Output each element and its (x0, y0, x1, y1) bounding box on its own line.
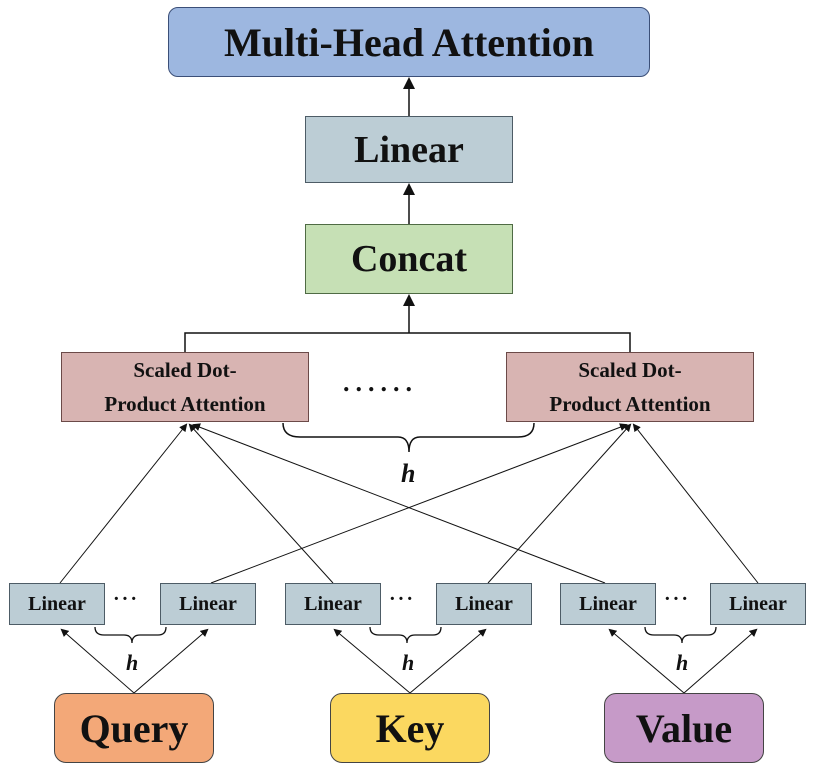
query-linear-first: Linear (9, 583, 105, 625)
sdpa-label-line1: Scaled Dot- (133, 358, 237, 382)
sdpa-brace (282, 422, 535, 453)
multi-head-attention-box: Multi-Head Attention (168, 7, 650, 77)
sdpa-label-line2: Product Attention (549, 392, 711, 416)
sdpa-merge-bracket (184, 332, 631, 352)
key-heads-label: h (402, 650, 415, 675)
sdpa-ellipsis: ...... (343, 368, 418, 397)
sdpa-label-line2: Product Attention (104, 392, 266, 416)
query-linear-ellipsis: ··· (113, 588, 140, 610)
query-heads-label: h (126, 650, 139, 675)
heads-count-label: h (401, 459, 416, 488)
value-input-box: Value (604, 693, 764, 763)
sdpa-box-first: Scaled Dot- Product Attention (61, 352, 309, 422)
concat-box: Concat (305, 224, 513, 294)
sdpa-box-last: Scaled Dot- Product Attention (506, 352, 754, 422)
value-linear-ellipsis: ··· (664, 588, 691, 610)
key-linear-first: Linear (285, 583, 381, 625)
value-heads-label: h (676, 650, 689, 675)
output-linear-box: Linear (305, 116, 513, 183)
key-input-box: Key (330, 693, 490, 763)
query-linear-last: Linear (160, 583, 256, 625)
key-linear-ellipsis: ··· (389, 588, 416, 610)
key-linear-last: Linear (436, 583, 532, 625)
value-linear-first: Linear (560, 583, 656, 625)
sdpa-label-line1: Scaled Dot- (578, 358, 682, 382)
value-linear-last: Linear (710, 583, 806, 625)
query-input-box: Query (54, 693, 214, 763)
